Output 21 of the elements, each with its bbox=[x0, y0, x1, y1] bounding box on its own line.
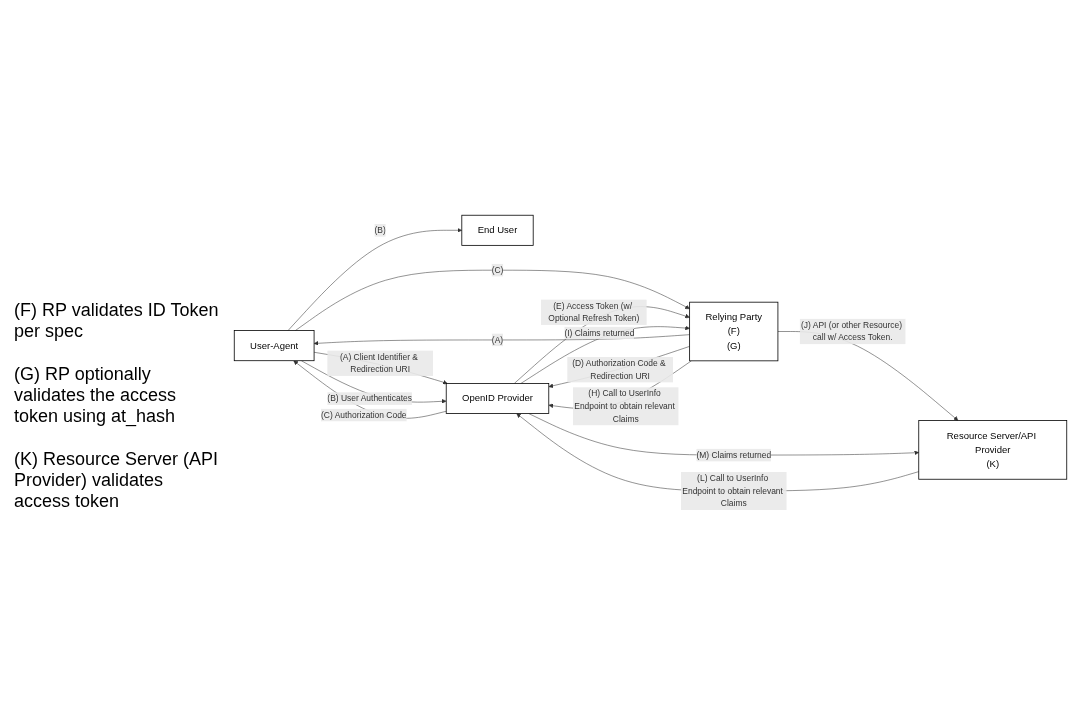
edge-label: (B) User Authenticates bbox=[327, 393, 412, 403]
edge-label: (E) Access Token (w/ Optional Refresh Token) bbox=[548, 301, 640, 323]
note-text: (F) RP validates ID Token per spec bbox=[14, 300, 220, 342]
edge-label: (L) Call to UserInfo Endpoint to obtain relevant Claims bbox=[682, 473, 783, 508]
edge-label: (C) Authorization Code bbox=[321, 410, 407, 420]
edge-label: (A) bbox=[491, 335, 504, 345]
edge-label: (C) bbox=[491, 265, 504, 275]
edge-label: (B) bbox=[374, 225, 386, 235]
note-text: (K) Resource Server (API Provider) validates access token bbox=[14, 449, 220, 512]
note-text: (G) RP optionally validates the access token using at_hash bbox=[14, 364, 178, 427]
node-box: User-Agent bbox=[233, 330, 315, 361]
edge-label: (M) Claims returned bbox=[696, 450, 772, 460]
node-box: End User bbox=[461, 214, 534, 246]
edge-label: (A) Client Identifier & Redirection URI bbox=[339, 352, 418, 374]
edge-label: (H) Call to UserInfo Endpoint to obtain relevant Claims bbox=[574, 388, 675, 424]
edge-label: (J) API (or other Resource) call w/ Access Token. bbox=[801, 320, 903, 342]
edge-label: (I) Claims returned bbox=[564, 328, 635, 338]
node-box: OpenID Provider bbox=[445, 382, 550, 414]
node-box: Resource Server/API Provider (K) bbox=[918, 420, 1068, 480]
node-box: Relying Party (F) (G) bbox=[689, 301, 779, 362]
edge-label: (D) Authorization Code & Redirection URI bbox=[572, 358, 666, 381]
